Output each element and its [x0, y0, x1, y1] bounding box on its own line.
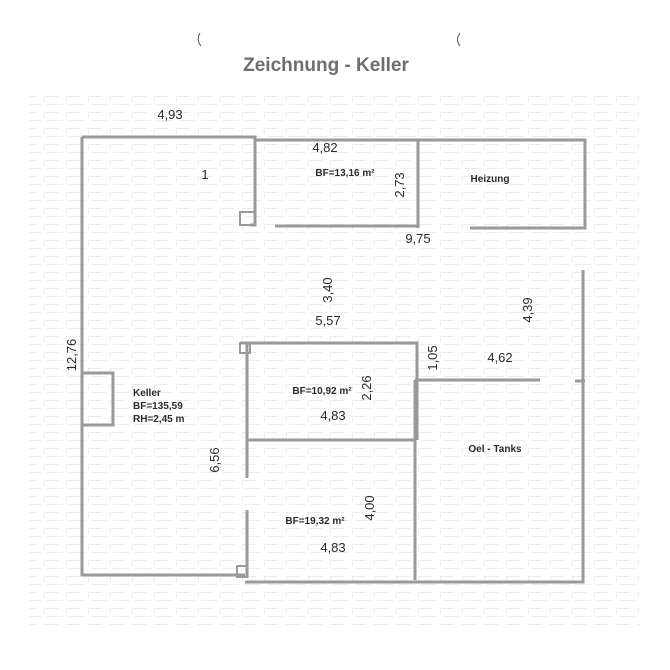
- dim-room1-height: 2,73: [392, 172, 407, 197]
- punch-mark: [197, 32, 202, 47]
- room1-area: BF=13,16 m²: [315, 168, 375, 179]
- dim-room3-width: 4,83: [320, 540, 345, 555]
- room-labels: 1 BF=13,16 m² Heizung Keller BF=135,59 R…: [133, 167, 522, 527]
- dim-left-height: 6,56: [207, 447, 222, 472]
- dim-hall-depth: 3,40: [320, 277, 335, 302]
- page-title: Zeichnung - Keller: [243, 55, 409, 76]
- dim-total-height: 12,76: [64, 339, 79, 372]
- dim-room2-height: 2,26: [359, 375, 374, 400]
- grid-background: [30, 95, 640, 625]
- dim-hall-width: 5,57: [315, 313, 340, 328]
- dimension-labels: 4,93 4,82 2,73 9,75 3,40 5,57 4,39 12,76…: [64, 107, 535, 555]
- dim-room2-width: 4,83: [320, 408, 345, 423]
- dim-top-left-width: 4,93: [157, 107, 182, 122]
- room-keller-height: RH=2,45 m: [133, 414, 185, 425]
- room-oel-tanks: Oel - Tanks: [468, 444, 522, 455]
- room3-area: BF=19,32 m²: [285, 516, 345, 527]
- room1-number: 1: [201, 167, 208, 182]
- dim-passage-width: 1,05: [425, 345, 440, 370]
- dim-room1-width: 4,82: [312, 140, 337, 155]
- walls: [80, 135, 587, 584]
- room-keller-area: BF=135,59: [133, 401, 183, 412]
- dim-right-height: 4,39: [520, 297, 535, 322]
- room-heizung: Heizung: [471, 174, 510, 185]
- room2-area: BF=10,92 m²: [292, 386, 352, 397]
- dim-room3-height: 4,00: [362, 495, 377, 520]
- punch-mark: [457, 32, 461, 47]
- dim-oel-width: 4,62: [487, 350, 512, 365]
- room-keller-name: Keller: [133, 388, 161, 399]
- dim-corridor-length: 9,75: [405, 231, 430, 246]
